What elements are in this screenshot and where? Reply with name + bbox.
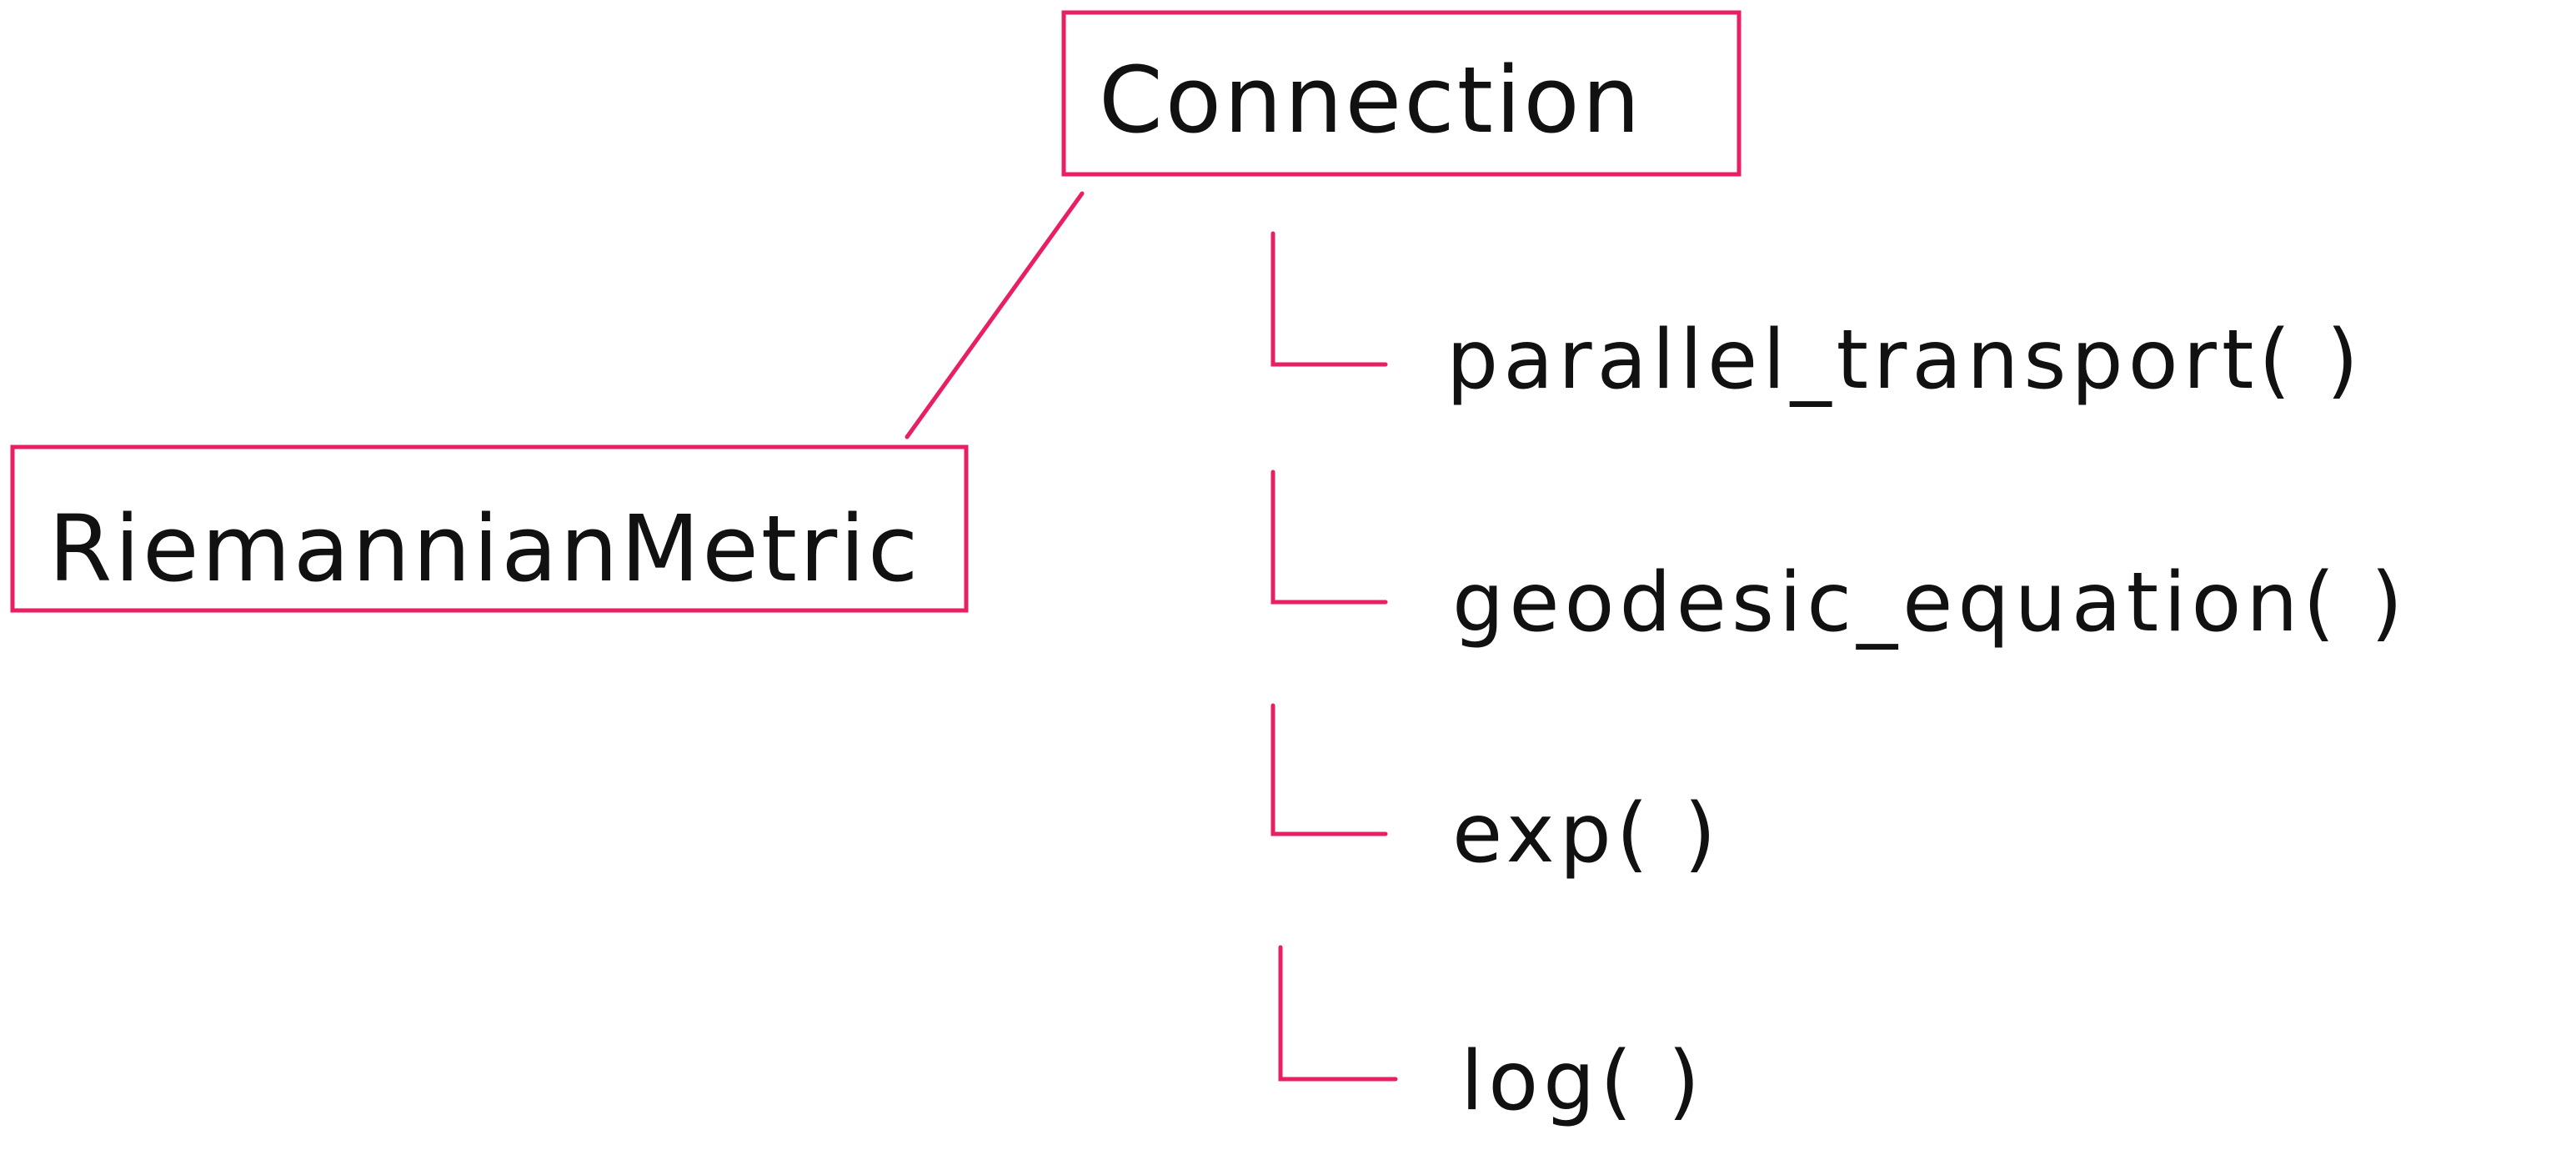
method-branch-1: parallel_transport( ) — [1270, 231, 2363, 408]
method-parallel-transport: parallel_transport( ) — [1446, 313, 2363, 408]
riemannian-metric-label: RiemannianMetric — [48, 495, 920, 602]
riemannian-metric-box — [10, 444, 969, 613]
method-geodesic-equation: geodesic_equation( ) — [1452, 555, 2408, 650]
connection-node: Connection — [1061, 10, 1742, 177]
method-branch-2: geodesic_equation( ) — [1270, 470, 2408, 650]
branch-connector-2 — [1270, 470, 1388, 605]
branch-connector-1 — [1270, 231, 1388, 367]
branch-connector-3 — [1270, 703, 1388, 836]
riemannian-metric-node: RiemannianMetric — [10, 444, 969, 613]
branch-connector-4 — [1278, 945, 1398, 1082]
method-branch-3: exp( ) — [1270, 703, 1721, 881]
method-exp: exp( ) — [1452, 786, 1721, 881]
connection-box — [1061, 10, 1742, 177]
method-log: log( ) — [1461, 1034, 1705, 1129]
method-branch-4: log( ) — [1278, 945, 1705, 1129]
connection-to-metric-link — [905, 191, 1085, 439]
connection-label: Connection — [1099, 47, 1642, 153]
